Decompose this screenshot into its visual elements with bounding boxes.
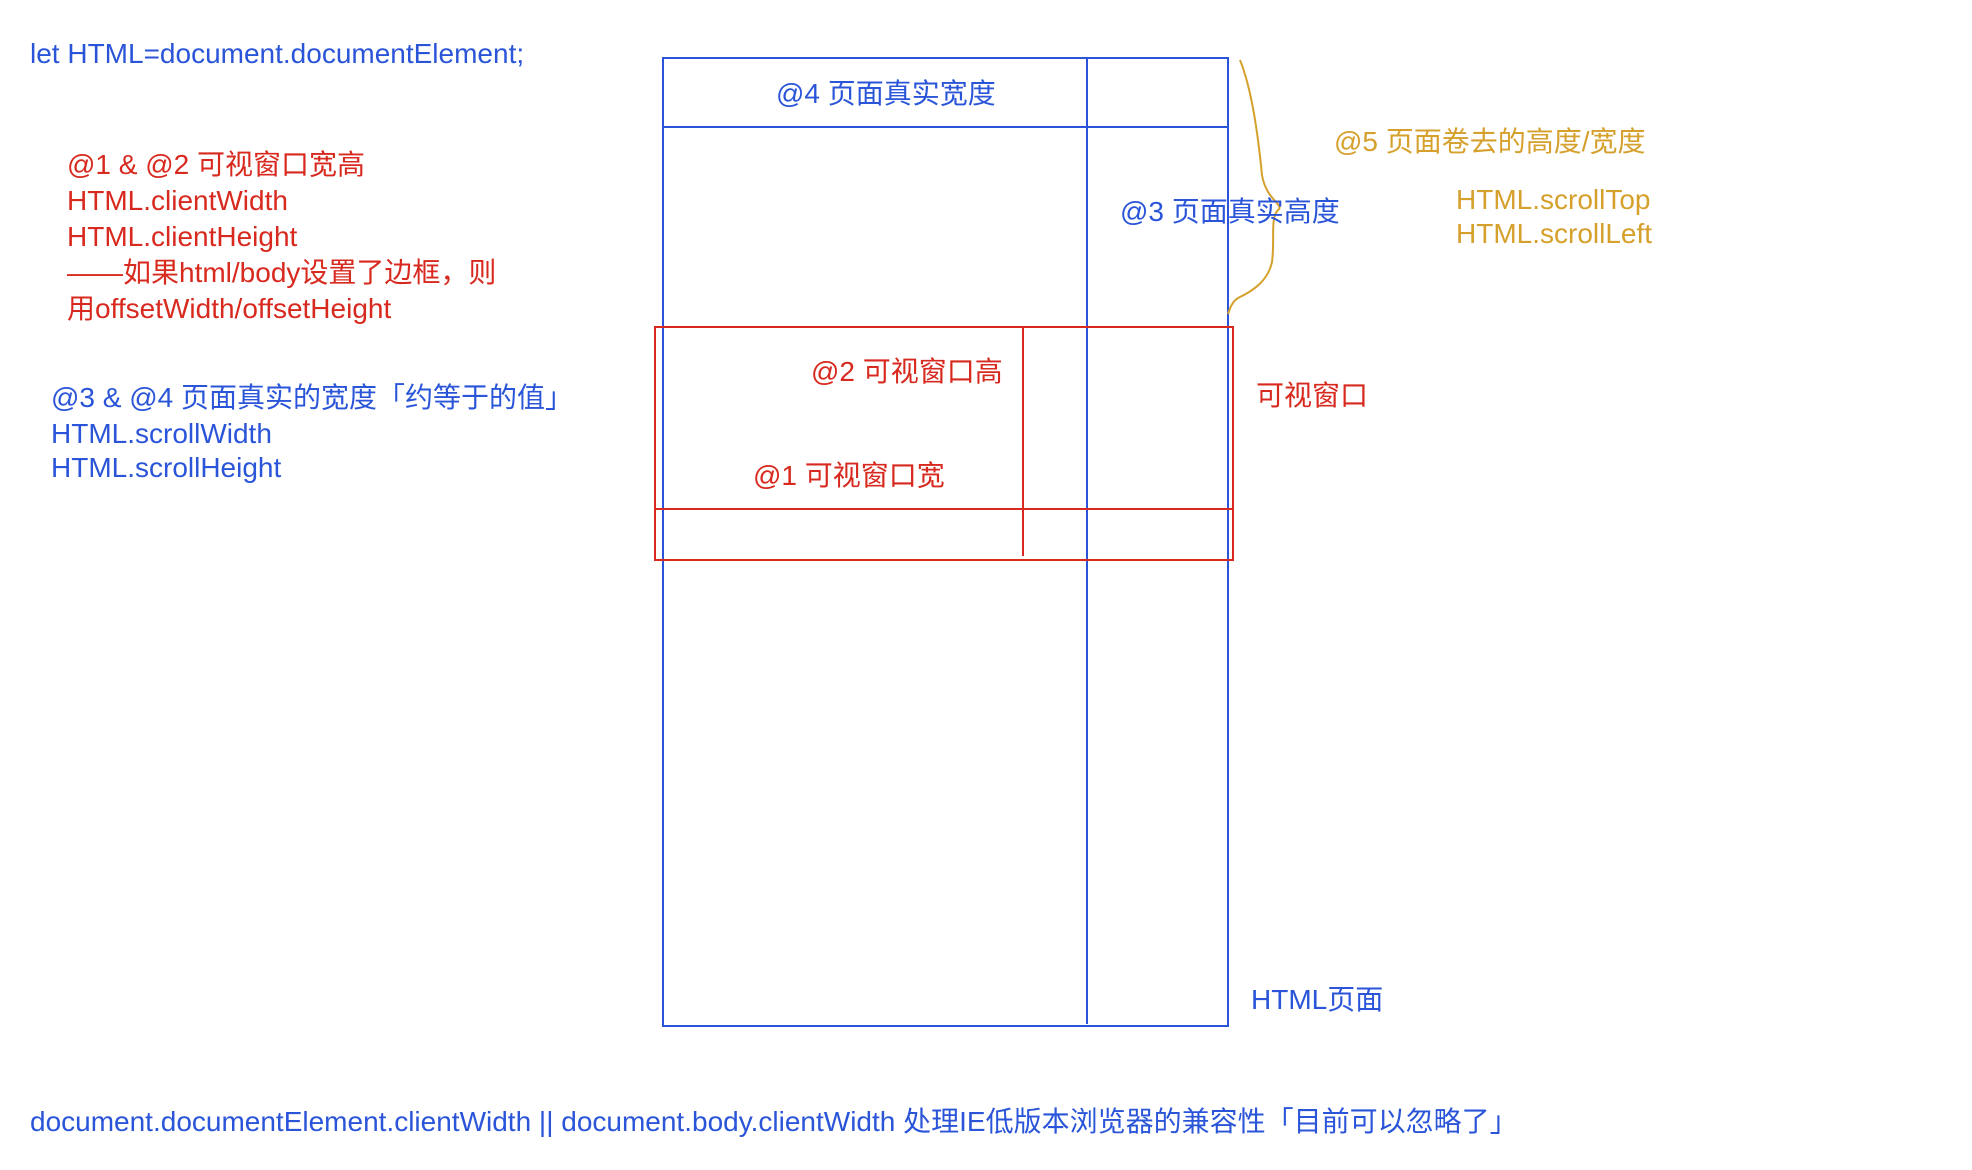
client-width-label: HTML.clientWidth bbox=[67, 185, 288, 216]
viewport-height-label: @2 可视窗口高 bbox=[811, 356, 1003, 387]
viewport-rect bbox=[654, 326, 1234, 561]
scroll-left-label: HTML.scrollLeft bbox=[1456, 218, 1653, 249]
html-page-rect bbox=[662, 57, 1229, 1027]
compat-code-note: document.documentElement.clientWidth || … bbox=[30, 1106, 1518, 1137]
offset-size-note: 用offsetWidth/offsetHeight bbox=[67, 293, 392, 324]
viewport-width-label: @1 可视窗口宽 bbox=[753, 460, 945, 491]
page-height-label: @3 页面真实高度 bbox=[1120, 196, 1340, 227]
html-page-label: HTML页面 bbox=[1251, 984, 1384, 1015]
scroll-height-label: HTML.scrollHeight bbox=[51, 452, 282, 483]
scroll-offset-title: @5 页面卷去的高度/宽度 bbox=[1334, 126, 1646, 157]
client-height-label: HTML.clientHeight bbox=[67, 221, 298, 252]
scroll-width-label: HTML.scrollWidth bbox=[51, 418, 272, 449]
scroll-top-label: HTML.scrollTop bbox=[1456, 184, 1651, 215]
scroll-brace bbox=[1227, 59, 1281, 315]
client-note-title: @1 & @2 可视窗口宽高 bbox=[67, 149, 366, 180]
client-border-note: ——如果html/body设置了边框，则 bbox=[67, 257, 497, 288]
code-declaration: let HTML=document.documentElement; bbox=[30, 38, 525, 69]
page-width-label: @4 页面真实宽度 bbox=[776, 78, 996, 109]
scroll-size-title: @3 & @4 页面真实的宽度「约等于的值」 bbox=[51, 382, 574, 413]
viewport-label: 可视窗口 bbox=[1256, 380, 1369, 411]
